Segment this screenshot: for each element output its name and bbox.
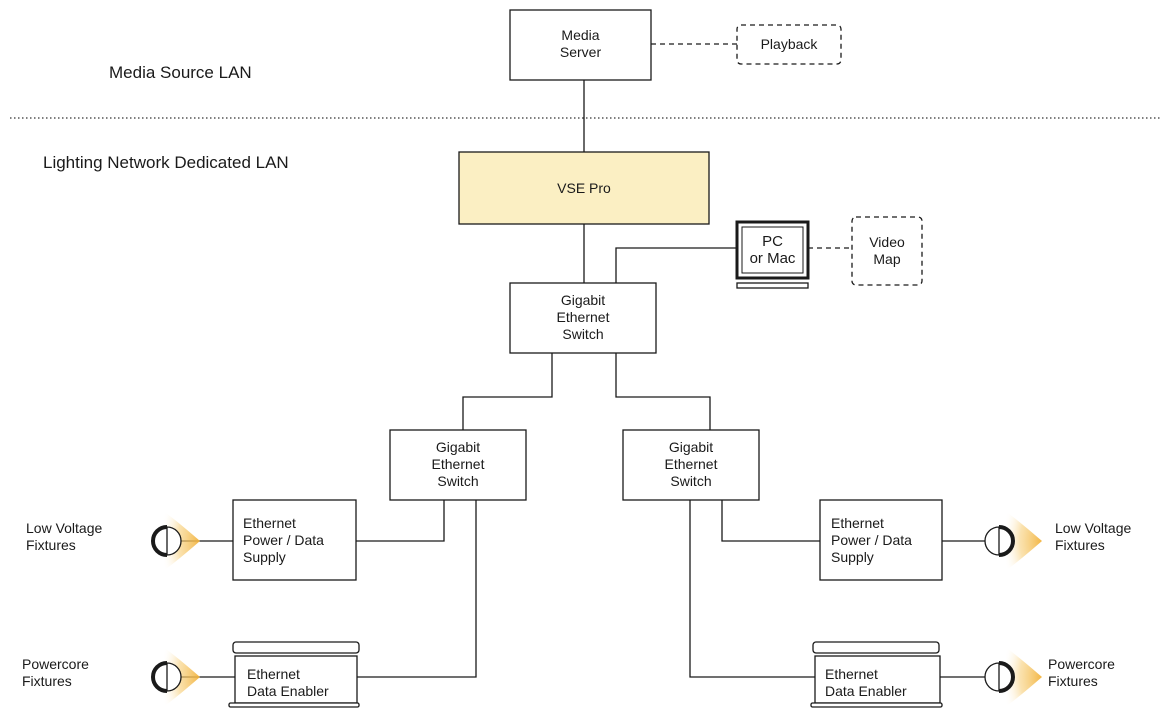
vse-pro-label: VSE Pro (557, 180, 611, 196)
gigabit-switch-main-label: Gigabit Ethernet Switch (556, 292, 610, 342)
fixture-left-powercore-icon (151, 645, 200, 708)
power-supply-left-label: Ethernet Power / Data Supply (243, 515, 324, 565)
low-voltage-fixtures-right-label: Low Voltage Fixtures (1055, 520, 1132, 553)
data-enabler-right-label: Ethernet Data Enabler (825, 666, 907, 699)
dashed-connectors (651, 43, 852, 249)
power-supply-right-label: Ethernet Power / Data Supply (831, 515, 912, 565)
pc-mac-label: PC or Mac (749, 233, 796, 267)
data-enabler-left-device (228, 641, 360, 708)
gigabit-switch-main-box (509, 282, 657, 354)
fixture-right-low-voltage-icon (984, 509, 1042, 573)
data-enabler-right-device (810, 641, 943, 708)
gigabit-switch-right-label: Gigabit Ethernet Switch (664, 439, 718, 489)
pc-monitor-icon (735, 220, 810, 289)
media-source-lan-label: Media Source LAN (109, 63, 252, 82)
powercore-fixtures-left-label: Powercore Fixtures (22, 656, 89, 689)
fixture-right-powercore-icon (984, 645, 1042, 708)
low-voltage-fixtures-left-label: Low Voltage Fixtures (26, 520, 103, 553)
media-server-label: Media Server (559, 27, 602, 60)
powercore-fixtures-right-label: Powercore Fixtures (1048, 656, 1115, 689)
vse-pro-box (458, 151, 710, 225)
fixture-left-low-voltage-icon (151, 509, 200, 573)
power-supply-right-box (819, 499, 943, 581)
playback-box (736, 24, 842, 65)
lighting-network-lan-label: Lighting Network Dedicated LAN (43, 153, 289, 172)
gigabit-switch-right-box (622, 429, 760, 501)
media-server-box (509, 9, 652, 81)
gigabit-switch-left-label: Gigabit Ethernet Switch (431, 439, 485, 489)
data-enabler-left-label: Ethernet Data Enabler (247, 666, 329, 699)
power-supply-left-box (232, 499, 357, 581)
video-map-label: Video Map (869, 234, 905, 267)
playback-label: Playback (760, 36, 818, 52)
video-map-box (851, 216, 923, 286)
gigabit-switch-left-box (389, 429, 527, 501)
